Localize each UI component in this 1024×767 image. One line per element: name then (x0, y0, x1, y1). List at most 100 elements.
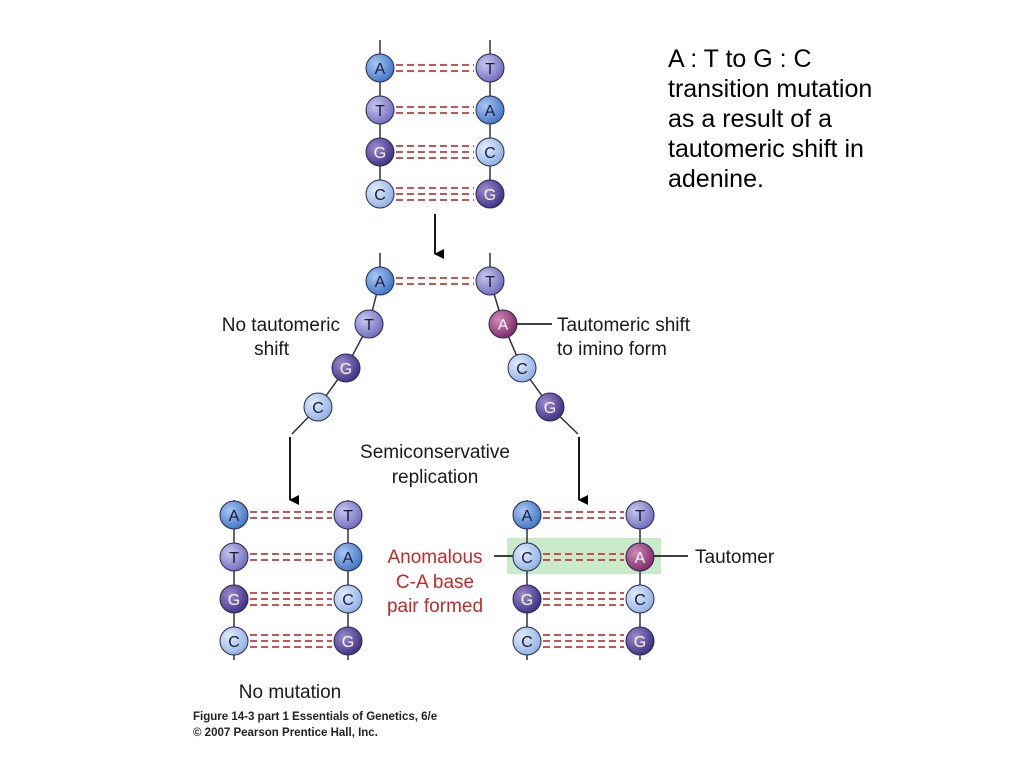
base-circle (512, 542, 542, 572)
base-circle (219, 542, 249, 572)
tautomeric-shift-line2: to imino form (557, 339, 667, 360)
base-letter: T (229, 550, 239, 567)
base-circle (507, 353, 537, 383)
base-circle (488, 309, 518, 339)
base-circle (625, 500, 655, 530)
base-circle (333, 500, 363, 530)
base-a-tautomer: A (625, 542, 655, 572)
base-g: G (475, 179, 505, 209)
base-letter: A (229, 508, 240, 525)
base-letter: G (521, 592, 533, 609)
base-a: A (333, 542, 363, 572)
base-circle (365, 266, 395, 296)
base-c: C (475, 137, 505, 167)
base-circle (365, 53, 395, 83)
base-letter: C (521, 550, 533, 567)
base-letter: G (374, 145, 386, 162)
base-letter: C (342, 592, 354, 609)
base-g: G (333, 626, 363, 656)
base-letter: G (340, 361, 352, 378)
caption-line: adenine. (668, 165, 764, 193)
caption-line: A : T to G : C (668, 45, 812, 73)
base-a: A (219, 500, 249, 530)
base-t: T (365, 95, 395, 125)
hydrogen-bonds (250, 64, 624, 648)
base-letter: C (516, 361, 528, 378)
hydrogen-bond-set (543, 553, 624, 561)
base-circle (475, 95, 505, 125)
base-circle (475, 137, 505, 167)
no-tautomeric-shift-line2: shift (254, 339, 290, 360)
hydrogen-bond-set (543, 511, 624, 519)
base-a: A (475, 95, 505, 125)
base-letter: C (374, 187, 386, 204)
base-letter: T (364, 317, 374, 334)
base-circle (625, 626, 655, 656)
base-letter: A (485, 103, 496, 120)
base-letter: A (522, 508, 533, 525)
base-letter: A (375, 61, 386, 78)
base-circle (219, 584, 249, 614)
base-a: A (512, 500, 542, 530)
base-circle (219, 500, 249, 530)
anomalous-line3: pair formed (387, 596, 483, 617)
tautomeric-shift-label: Tautomeric shift to imino form (557, 315, 691, 360)
anomalous-line2: C-A base (396, 572, 474, 593)
base-letter: A (635, 550, 646, 567)
semiconservative-line1: Semiconservative (360, 442, 510, 463)
base-a-tautomer: A (488, 309, 518, 339)
base-circle (303, 392, 333, 422)
base-c: C (625, 584, 655, 614)
base-letter: T (485, 274, 495, 291)
hydrogen-bond-set (250, 592, 332, 606)
base-letter: T (343, 508, 353, 525)
base-circle (512, 500, 542, 530)
base-t: T (475, 53, 505, 83)
hydrogen-bond-set (250, 553, 332, 561)
hydrogen-bond-set (543, 634, 624, 648)
base-letter: C (312, 400, 324, 417)
caption-line: as a result of a (668, 105, 832, 133)
hydrogen-bond-set (396, 187, 474, 201)
base-letter: T (635, 508, 645, 525)
base-c: C (365, 179, 395, 209)
base-g: G (625, 626, 655, 656)
no-tautomeric-shift-line1: No tautomeric (222, 315, 340, 336)
base-circle (354, 309, 384, 339)
base-letter: A (343, 550, 354, 567)
base-a: A (365, 266, 395, 296)
no-tautomeric-shift-label: No tautomeric shift (222, 315, 340, 360)
base-letter: G (342, 634, 354, 651)
hydrogen-bond-set (396, 64, 474, 72)
base-letter: T (485, 61, 495, 78)
base-circle (365, 179, 395, 209)
hydrogen-bond-set (396, 106, 474, 114)
base-t: T (333, 500, 363, 530)
base-letter: G (544, 400, 556, 417)
base-c: C (512, 626, 542, 656)
base-circle (512, 584, 542, 614)
hydrogen-bond-set (250, 634, 332, 648)
base-g: G (331, 353, 361, 383)
base-c: C (507, 353, 537, 383)
arrows (289, 214, 588, 505)
hydrogen-bond-set (396, 145, 474, 159)
base-g: G (219, 584, 249, 614)
base-letter: G (634, 634, 646, 651)
base-g: G (365, 137, 395, 167)
semiconservative-label: Semiconservative replication (360, 442, 510, 488)
base-letter: C (228, 634, 240, 651)
base-g: G (512, 584, 542, 614)
base-circle (475, 266, 505, 296)
semiconservative-line2: replication (392, 467, 479, 488)
base-letter: T (375, 103, 385, 120)
base-circle (365, 137, 395, 167)
tautomer-label: Tautomer (695, 547, 775, 568)
base-circle (333, 542, 363, 572)
base-circle (475, 179, 505, 209)
base-letter: C (634, 592, 646, 609)
base-circle (333, 584, 363, 614)
base-circle (365, 95, 395, 125)
